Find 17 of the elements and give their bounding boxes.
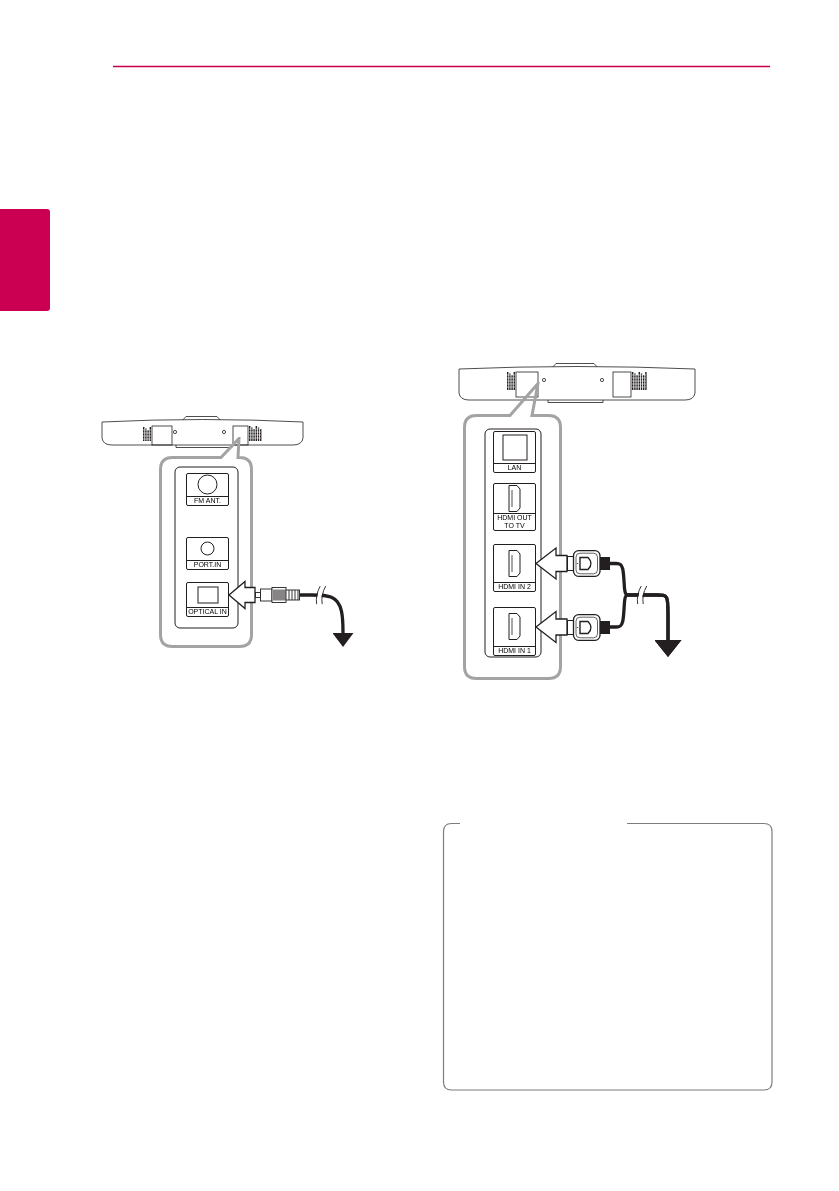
- section-tab: [0, 209, 50, 311]
- connector-port: [186, 537, 229, 570]
- callout-panel: [463, 382, 562, 680]
- connector-port: [493, 544, 536, 592]
- hdmi-plug-icon: [567, 613, 610, 641]
- hdmi-plug-icon: [567, 550, 610, 577]
- connector-port: [493, 431, 536, 473]
- cable-arrow: [300, 593, 354, 647]
- connector-port: [186, 473, 229, 506]
- insertion-arrow: [228, 580, 256, 610]
- optical-plug-icon: [255, 587, 300, 603]
- connector-port: [186, 582, 229, 617]
- callout-panel: [159, 437, 253, 648]
- insertion-arrow: [534, 610, 568, 644]
- connector-port: [493, 607, 536, 656]
- connector-port: [493, 483, 536, 531]
- insertion-arrow: [534, 546, 568, 581]
